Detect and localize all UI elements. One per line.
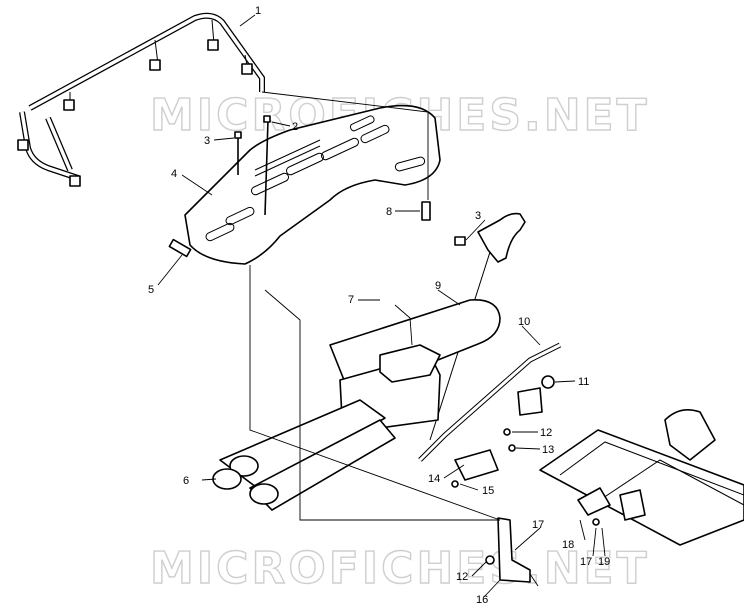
callout-labels: 1 2 3 4 5 6 7 8 9 3 10 11 12 13 14 15 12… <box>148 5 610 606</box>
callout-17a: 17 <box>532 519 544 531</box>
callout-16: 16 <box>476 594 488 606</box>
frame-lower <box>539 409 744 546</box>
callout-18: 18 <box>562 539 574 551</box>
callout-13: 13 <box>542 444 554 456</box>
callout-15: 15 <box>482 485 494 497</box>
callout-7: 7 <box>348 294 354 306</box>
callout-leaders <box>157 14 606 598</box>
callout-3b: 3 <box>475 210 481 222</box>
callout-12b: 12 <box>456 571 468 583</box>
callout-5: 5 <box>148 284 154 296</box>
callout-4: 4 <box>171 168 177 180</box>
callout-9: 9 <box>435 280 441 292</box>
callout-19: 19 <box>598 556 610 568</box>
callout-6: 6 <box>183 475 189 487</box>
assembly-lines <box>249 91 501 521</box>
rack-rail <box>17 12 265 187</box>
callout-8: 8 <box>386 206 392 218</box>
callout-3a: 3 <box>204 135 210 147</box>
watermark-bottom: MICROFICHES.NET <box>150 543 650 594</box>
callout-10: 10 <box>518 316 530 328</box>
callout-14: 14 <box>428 473 440 485</box>
callout-11: 11 <box>578 376 589 388</box>
callout-17b: 17 <box>580 556 592 568</box>
callout-2: 2 <box>292 121 298 133</box>
frame-upright <box>429 212 526 441</box>
rack-plate <box>168 104 441 265</box>
fasteners-upper <box>234 115 466 246</box>
callout-1: 1 <box>255 5 261 17</box>
exhaust-assembly <box>212 299 501 511</box>
lever-rod <box>418 342 562 462</box>
callout-12a: 12 <box>540 427 552 439</box>
bracket-14 <box>451 428 516 488</box>
